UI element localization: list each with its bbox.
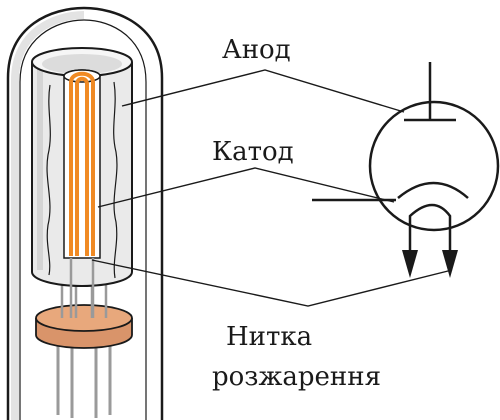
symbol-arrow-right [442,250,458,278]
anode-label: Анод [222,35,291,65]
diode-schematic-symbol [312,62,500,278]
anode-leader [121,69,405,113]
symbol-cathode-arc [397,181,469,199]
symbol-filament-loop [408,203,452,252]
cathode-label: Катод [212,137,294,167]
glass-inner-shadow [11,11,85,420]
filament-label-line1: Нитка [226,322,312,352]
leader-lines [91,69,453,307]
symbol-arrow-left [402,250,418,278]
filament-wire [69,71,95,256]
glass-inner-outline [19,19,147,420]
cathode-leader [97,167,395,208]
tube-illustration [6,6,164,420]
symbol-envelope [368,100,500,232]
filament-leads [69,258,95,318]
filament-label-line2: розжарення [212,362,381,392]
filament-leader [91,259,453,307]
tube-base [35,304,133,349]
